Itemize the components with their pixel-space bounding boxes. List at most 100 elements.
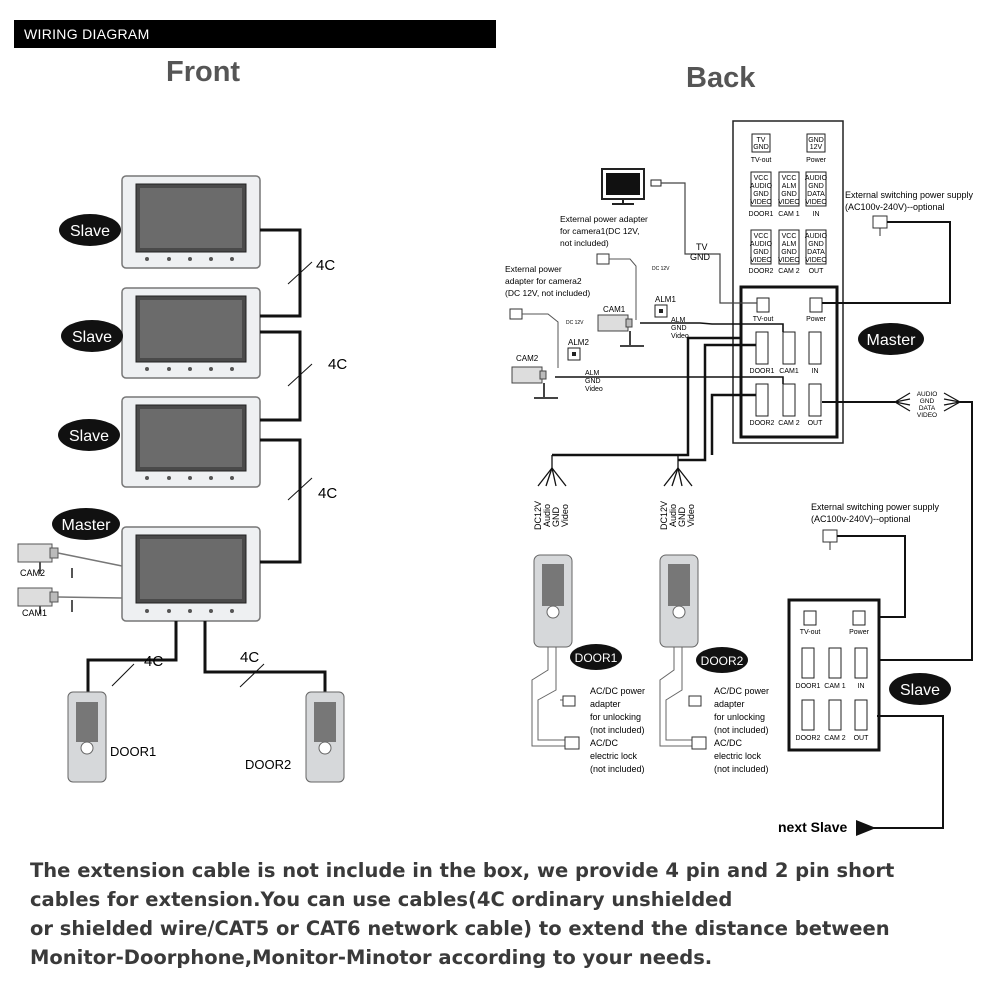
ext-power-top-plug [822,215,951,304]
footer-line-4: Monitor-Doorphone,Monitor-Minotor accord… [30,946,713,969]
door2-cable-main [710,393,756,455]
svg-text:Audio: Audio [668,504,678,527]
svg-text:DATA: DATA [807,249,825,256]
svg-text:VCC: VCC [754,175,769,182]
back-title: Back [686,62,756,94]
back-door2-phone [659,554,699,648]
cam1-camera-icon [597,314,644,347]
master-monitor [121,526,261,622]
svg-text:IN: IN [858,683,865,690]
svg-text:adapter: adapter [714,699,745,709]
cam1-dc12v: DC 12V [652,266,670,272]
footer-line-3: or shielded wire/CAT5 or CAT6 network ca… [30,917,890,940]
door1-fan [537,455,567,487]
door1-cable-main [552,336,741,457]
svg-text:(not included): (not included) [590,764,645,774]
svg-text:AUDIO: AUDIO [750,241,773,248]
svg-text:DATA: DATA [919,405,936,412]
svg-text:VIDEO: VIDEO [805,199,827,206]
svg-text:External power: External power [505,264,562,274]
svg-text:GND: GND [920,398,935,405]
door2-lock-note: AC/DC power adapter for unlocking (not i… [714,686,769,774]
svg-text:OUT: OUT [809,268,825,275]
header-title: WIRING DIAGRAM [24,26,150,42]
master-connectors [755,297,823,417]
svg-text:GND: GND [781,191,797,198]
front-cam2-label: CAM2 [20,568,45,578]
front-side: Slave Slave Slave Master [17,175,347,783]
svg-text:VIDEO: VIDEO [805,257,827,264]
svg-text:Slave: Slave [70,223,110,240]
svg-text:ALM: ALM [782,183,797,190]
door1-lock-note: AC/DC power adapter for unlocking (not i… [590,686,645,774]
svg-text:GND: GND [781,249,797,256]
back-badge-slave: Slave [889,673,951,705]
svg-text:IN: IN [812,368,819,375]
svg-text:IN: IN [813,211,820,218]
back-badge-master: Master [858,323,924,355]
svg-text:AC/DC: AC/DC [714,738,743,748]
door2-cable [678,343,756,462]
svg-text:ALM: ALM [782,241,797,248]
cable-label-2: 4C [328,356,347,373]
svg-text:DC12V: DC12V [659,501,669,530]
svg-text:Audio: Audio [542,504,552,527]
next-slave-label: next Slave [778,819,847,835]
header-bar: WIRING DIAGRAM [14,20,496,48]
svg-text:DOOR1: DOOR1 [749,211,774,218]
svg-text:(DC 12V, not included): (DC 12V, not included) [505,288,590,298]
front-cables [86,228,327,692]
svg-text:DOOR1: DOOR1 [750,368,775,375]
door1-adapter [562,695,580,750]
bus-to-slave [877,401,973,661]
gnd-wire-label: GND [690,252,711,262]
footer-note: The extension cable is not include in th… [30,856,980,972]
svg-text:TV-out: TV-out [800,629,821,636]
svg-text:electric lock: electric lock [714,751,762,761]
svg-text:GND: GND [753,191,769,198]
svg-text:VIDEO: VIDEO [750,199,772,206]
front-door1-phone [67,691,107,783]
svg-text:External power adapter: External power adapter [560,214,648,224]
svg-text:OUT: OUT [808,420,824,427]
footer-line-1: The extension cable is not include in th… [30,859,895,882]
svg-text:ALM: ALM [671,317,686,324]
svg-text:TV-out: TV-out [751,157,772,164]
svg-text:Video: Video [671,333,689,340]
cam1-adapter-text: External power adapter for camera1(DC 12… [560,214,648,248]
svg-text:Power: Power [806,316,827,323]
footer-line-2: cables for extension.You can use cables(… [30,888,733,911]
svg-text:DC12V: DC12V [533,501,543,530]
master-port-labels: TV-out Power DOOR1 CAM1 IN DOOR2 CAM 2 O… [750,316,827,427]
svg-text:GND: GND [808,241,824,248]
back-badge-door1: DOOR1 [570,644,622,670]
slave-monitor-1 [121,175,261,269]
svg-text:GND: GND [677,507,687,528]
cam1-cable [640,322,784,332]
svg-text:for unlocking: for unlocking [714,712,765,722]
cam2-adapter-plug [509,308,523,320]
cable-ticks [111,261,313,688]
svg-text:adapter: adapter [590,699,621,709]
svg-text:TV: TV [757,137,766,144]
cable-label-1: 4C [316,257,335,274]
door2-adapter [688,695,707,750]
svg-text:AUDIO: AUDIO [917,391,938,398]
svg-text:CAM1: CAM1 [779,368,799,375]
cable-label-door1: 4C [144,653,163,670]
alm2-box: ALM2 [567,338,589,361]
svg-text:for camera1(DC 12V,: for camera1(DC 12V, [560,226,640,236]
svg-text:Video: Video [560,504,570,527]
svg-text:AUDIO: AUDIO [805,233,828,240]
svg-text:Master: Master [62,517,112,534]
ext-power-bottom-text: External switching power supply (AC100v-… [811,502,940,524]
alm1-box: ALM1 [654,295,676,318]
cam2-cable [555,376,784,384]
door2-fan [663,455,693,487]
front-door2-phone [305,691,345,783]
svg-text:TV-out: TV-out [753,316,774,323]
svg-text:12V: 12V [810,144,823,151]
svg-text:External switching power suppl: External switching power supply [811,502,940,512]
bus-fan-left [894,392,911,412]
svg-text:Master: Master [867,332,917,349]
